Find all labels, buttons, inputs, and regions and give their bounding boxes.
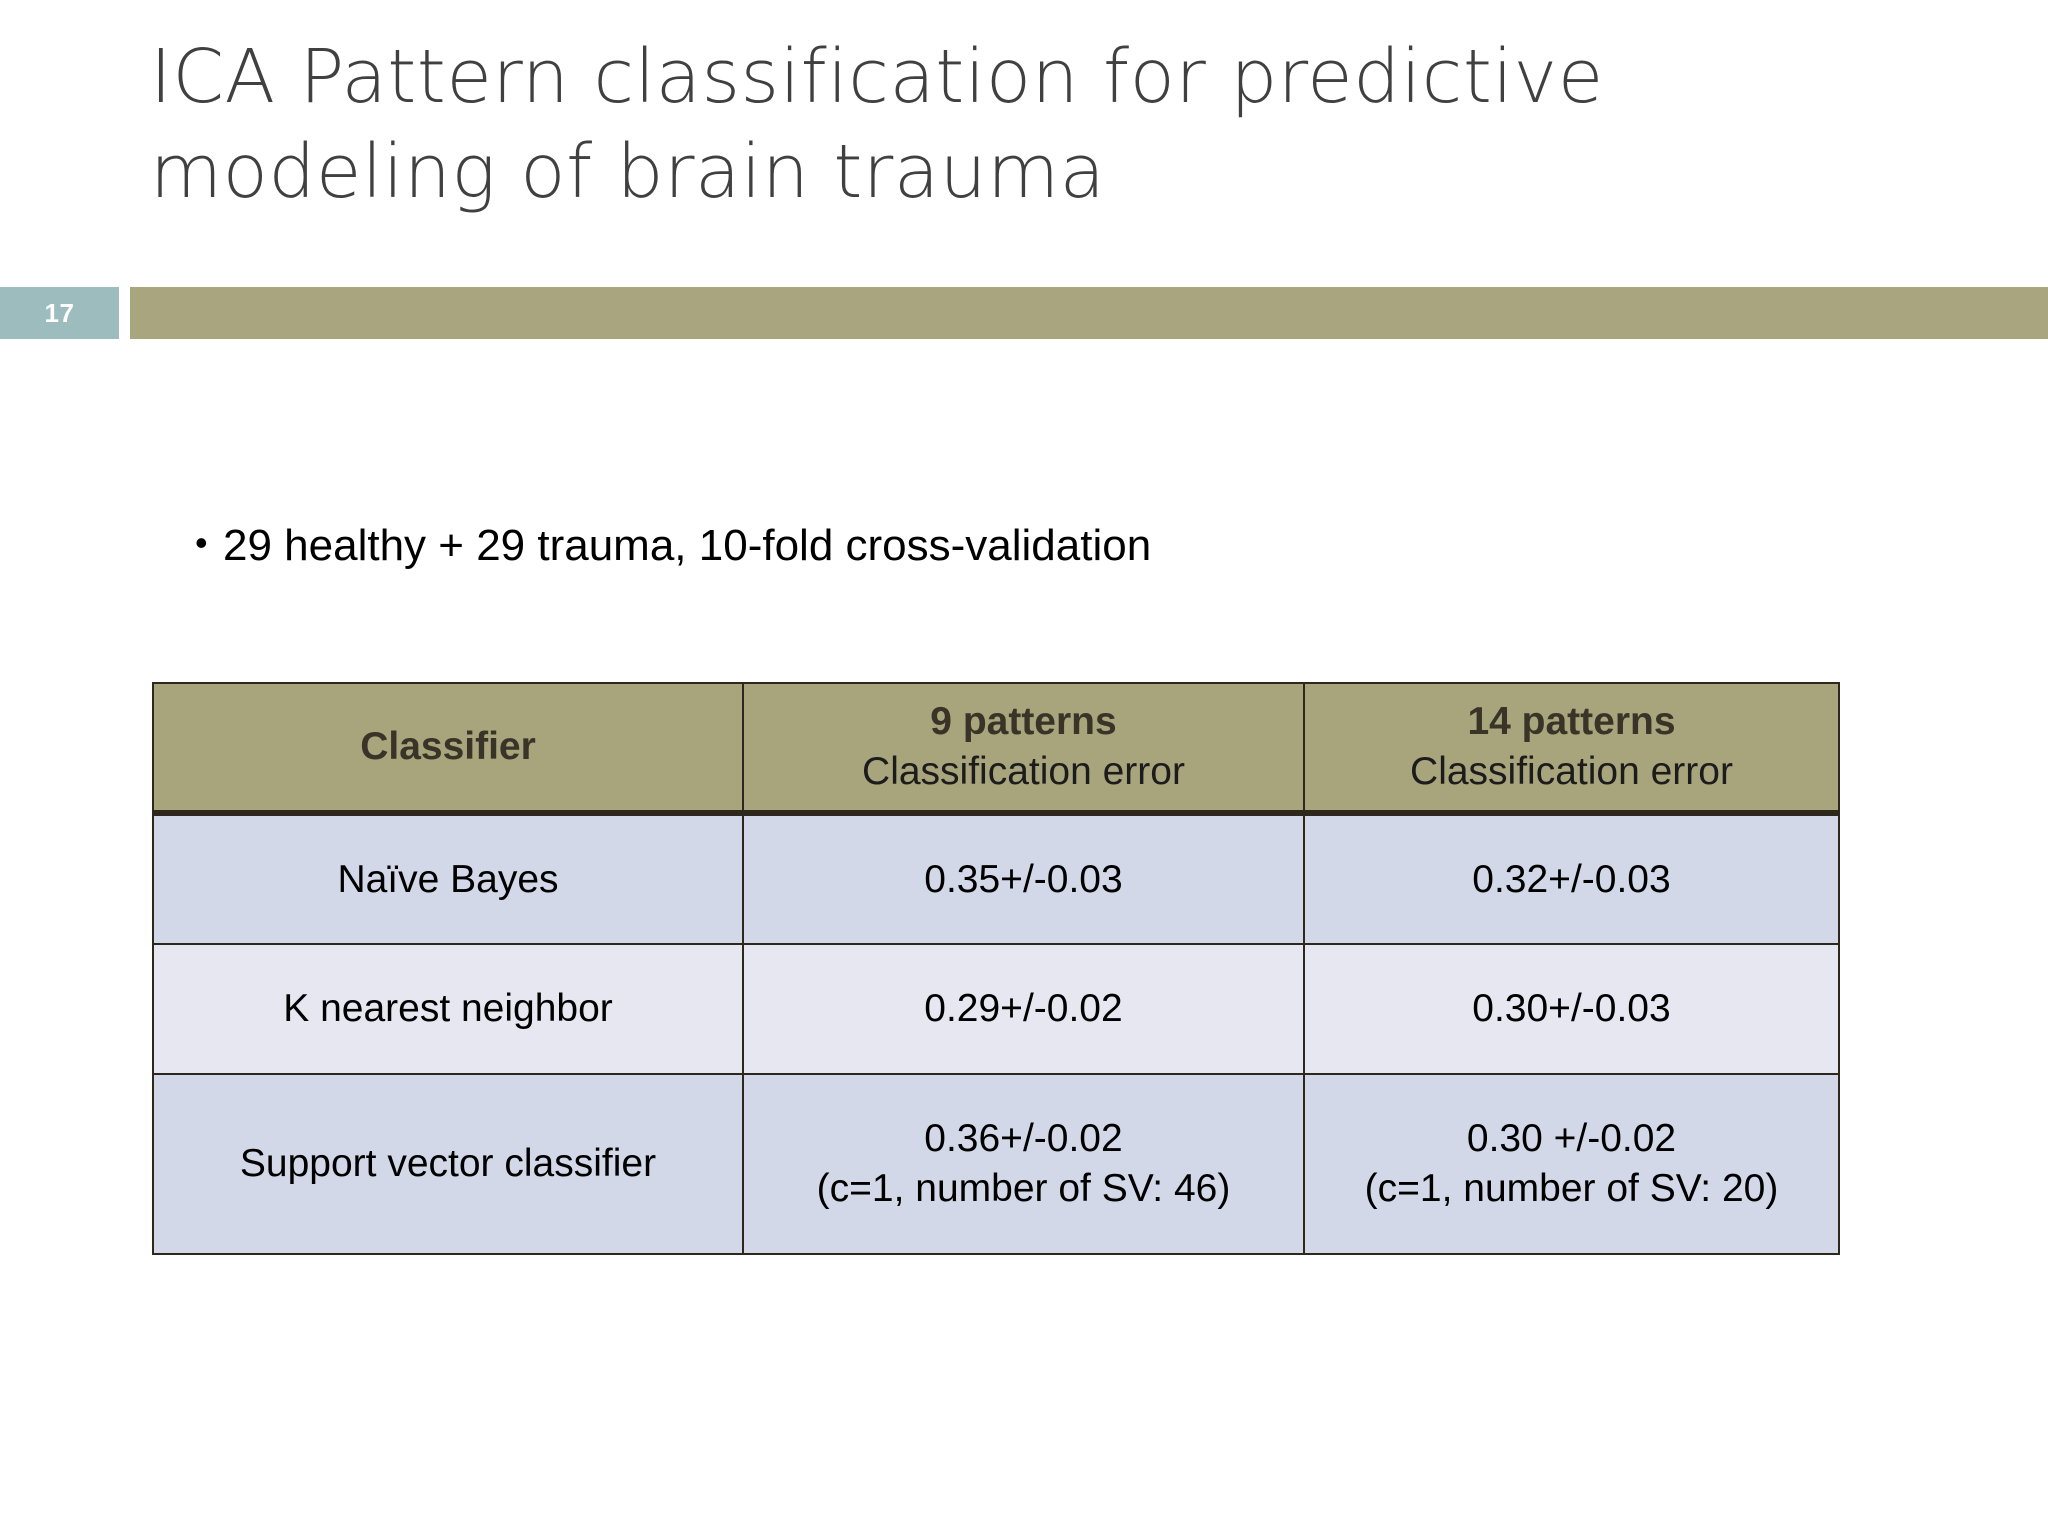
column-header-classifier: Classifier (152, 682, 744, 816)
bullet-text: 29 healthy + 29 trauma, 10-fold cross-va… (223, 521, 1152, 570)
cell-9-patterns-value: 0.36+/-0.02 (924, 1117, 1123, 1161)
cell-14-patterns-error: 0.30 +/-0.02 (c=1, number of SV: 20) (1303, 1073, 1840, 1255)
column-header-9-patterns-title: 9 patterns (930, 700, 1117, 744)
cell-classifier: Support vector classifier (152, 1073, 744, 1255)
results-table: Classifier 9 patterns Classification err… (152, 682, 1840, 1255)
bullet-list: • 29 healthy + 29 trauma, 10-fold cross-… (195, 518, 1895, 573)
title-block: ICA Pattern classification for predictiv… (150, 30, 1900, 219)
cell-classifier: Naïve Bayes (152, 812, 744, 945)
cell-14-patterns-detail: (c=1, number of SV: 20) (1364, 1167, 1779, 1210)
cell-9-patterns-detail: (c=1, number of SV: 46) (816, 1167, 1231, 1210)
bullet-dot-icon: • (195, 522, 208, 563)
table-body: Naïve Bayes 0.35+/-0.03 0.32+/-0.03 K ne… (152, 812, 1840, 1255)
cell-14-patterns-value: 0.30+/-0.03 (1472, 987, 1671, 1031)
cell-classifier-text: Naïve Bayes (337, 857, 559, 901)
column-header-14-patterns-subtitle: Classification error (1410, 750, 1733, 793)
list-item: • 29 healthy + 29 trauma, 10-fold cross-… (195, 518, 1895, 573)
cell-classifier-text: Support vector classifier (239, 1142, 657, 1186)
cell-9-patterns-value: 0.35+/-0.03 (924, 857, 1123, 901)
slide-number-badge: 17 (0, 287, 119, 339)
table-header: Classifier 9 patterns Classification err… (152, 682, 1840, 816)
title-accent-bar (130, 287, 2048, 339)
cell-14-patterns-value: 0.30 +/-0.02 (1466, 1117, 1677, 1161)
slide-number-label: 17 (44, 297, 75, 328)
column-header-9-patterns-subtitle: Classification error (862, 750, 1185, 793)
cell-9-patterns-error: 0.35+/-0.03 (742, 812, 1305, 945)
column-header-14-patterns-title: 14 patterns (1467, 700, 1676, 744)
table-header-row: Classifier 9 patterns Classification err… (152, 682, 1840, 816)
cell-classifier-text: K nearest neighbor (283, 987, 613, 1031)
table-row: K nearest neighbor 0.29+/-0.02 0.30+/-0.… (152, 943, 1840, 1075)
cell-9-patterns-value: 0.29+/-0.02 (924, 987, 1123, 1031)
column-header-14-patterns: 14 patterns Classification error (1303, 682, 1840, 816)
cell-9-patterns-error: 0.29+/-0.02 (742, 943, 1305, 1075)
cell-14-patterns-value: 0.32+/-0.03 (1472, 857, 1671, 901)
column-header-9-patterns: 9 patterns Classification error (742, 682, 1305, 816)
page-title: ICA Pattern classification for predictiv… (150, 34, 1604, 215)
table-row: Naïve Bayes 0.35+/-0.03 0.32+/-0.03 (152, 812, 1840, 945)
cell-classifier: K nearest neighbor (152, 943, 744, 1075)
cell-14-patterns-error: 0.32+/-0.03 (1303, 812, 1840, 945)
cell-9-patterns-error: 0.36+/-0.02 (c=1, number of SV: 46) (742, 1073, 1305, 1255)
table-row: Support vector classifier 0.36+/-0.02 (c… (152, 1073, 1840, 1255)
column-header-classifier-label: Classifier (360, 725, 536, 769)
cell-14-patterns-error: 0.30+/-0.03 (1303, 943, 1840, 1075)
